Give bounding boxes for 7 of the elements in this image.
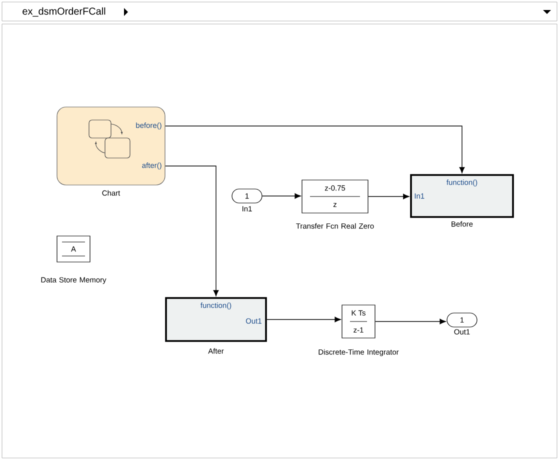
breadcrumb: ex_dsmOrderFCall (22, 7, 106, 17)
arrow (266, 316, 341, 322)
arrow (164, 126, 465, 174)
arrow (164, 166, 219, 296)
arrow (262, 193, 301, 199)
arrow (368, 194, 410, 200)
arrow (374, 318, 446, 324)
